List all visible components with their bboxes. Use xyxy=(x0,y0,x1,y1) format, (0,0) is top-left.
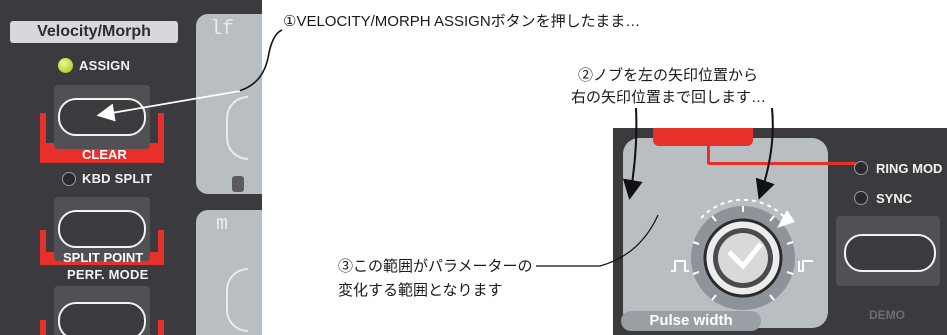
step1-arrow xyxy=(96,90,241,122)
lfo-section-tab xyxy=(196,14,262,194)
oscillator-panel: Pulse width RING MOD SYNC DEMO xyxy=(613,128,947,335)
section-red-tab xyxy=(653,128,753,146)
knob-ticks xyxy=(692,206,794,301)
range-arc xyxy=(700,198,792,226)
step1-leader-line xyxy=(234,29,283,93)
step2-note-line2: 右の矢印位置まで回します… xyxy=(571,89,767,106)
mod-section-label: m xyxy=(216,213,229,236)
assign-led xyxy=(58,58,73,73)
ring-mod-line-vertical xyxy=(707,128,710,164)
perf-mode-label: PERF. MODE xyxy=(67,267,149,282)
knob-cap-face xyxy=(718,233,768,283)
pulse-narrow-icon xyxy=(798,260,813,272)
pulse-width-knob-graphic xyxy=(671,198,813,310)
ring-mod-label: RING MOD xyxy=(876,161,943,176)
split-point-button[interactable] xyxy=(54,197,150,261)
sync-button-pill[interactable] xyxy=(844,234,936,272)
sync-label: SYNC xyxy=(876,191,913,206)
lfo-small-button[interactable] xyxy=(232,176,244,192)
step3-leader-line xyxy=(536,214,659,267)
step3-note-line1: ③この範囲がパラメーターの xyxy=(338,258,533,275)
knob-pointer xyxy=(727,242,763,270)
perf-button-pill[interactable] xyxy=(58,302,146,335)
ring-mod-line-horizontal xyxy=(708,162,856,165)
range-arrowhead xyxy=(777,210,795,228)
split-button-pill[interactable] xyxy=(58,210,146,248)
sync-led xyxy=(854,191,868,205)
demo-label: DEMO xyxy=(869,308,905,322)
step2-left-arrow xyxy=(622,107,643,200)
step2-note-line1: ②ノブを左の矢印位置から xyxy=(578,67,759,84)
step1-note: ①VELOCITY/MORPH ASSIGNボタンを押したまま… xyxy=(283,13,641,30)
pulse-wide-icon xyxy=(671,260,689,272)
pulse-width-label: Pulse width xyxy=(621,311,761,331)
ring-mod-led xyxy=(854,161,868,175)
sync-button[interactable] xyxy=(836,216,940,286)
perf-mode-button[interactable] xyxy=(54,286,150,335)
velocity-morph-panel: Velocity/Morph lf m ASSIGN CLEAR KBD SPL… xyxy=(0,0,262,335)
kbd-split-label: KBD SPLIT xyxy=(82,171,153,186)
kbd-split-led xyxy=(62,172,76,186)
clear-label: CLEAR xyxy=(82,147,127,162)
assign-label: ASSIGN xyxy=(79,58,131,73)
step2-right-arrow xyxy=(755,107,775,200)
split-point-label: SPLIT POINT xyxy=(63,250,144,265)
velocity-morph-title: Velocity/Morph xyxy=(10,21,178,43)
lfo-section-label: lf xyxy=(210,18,235,41)
step3-note-line2: 変化する範囲となります xyxy=(338,282,503,299)
